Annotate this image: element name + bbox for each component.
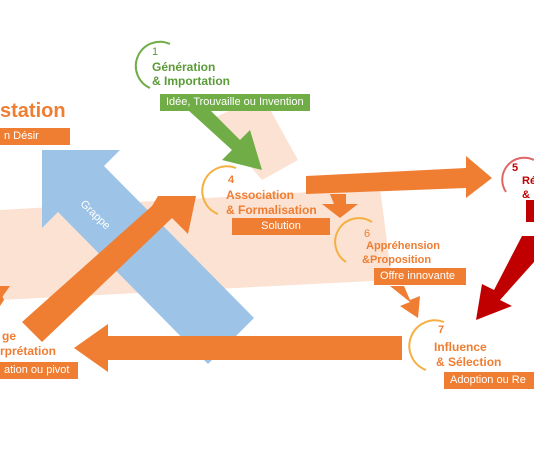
step4-number: 4: [228, 174, 235, 186]
arrow-association-apprehension: [322, 194, 358, 218]
step6-title-line1: Appréhension: [366, 240, 440, 252]
step4-title-line2: & Formalisation: [226, 203, 317, 217]
step6-number: 6: [364, 228, 371, 240]
arrow-generation-association: [188, 110, 262, 170]
step4-circle: [201, 165, 237, 215]
left-title-top: station: [0, 100, 66, 122]
step1-tag: Idée, Trouvaille ou Invention: [160, 94, 310, 111]
step1-number: 1: [152, 46, 159, 58]
left-tag-top: n Désir: [0, 128, 70, 145]
step1-title-line2: & Importation: [152, 74, 230, 88]
arrow-red-return: [476, 236, 534, 320]
step6-tag: Offre innovante: [374, 268, 466, 285]
arrow-apprehension-influence: [390, 286, 420, 318]
step5-circle: [501, 156, 534, 193]
step6-circle: [334, 217, 373, 263]
left-tag-bottom: ation ou pivot: [0, 362, 78, 379]
step7-circle: [408, 319, 445, 371]
arrow-to-association: [22, 196, 196, 342]
arrow-left-stub: [0, 286, 10, 300]
arrow-association-right: [306, 156, 492, 198]
left-title-bottom-line1: ge: [2, 329, 17, 343]
step7-title-line2: & Sélection: [436, 355, 502, 369]
step1-title-line1: Génération: [152, 60, 216, 74]
step4-tag: Solution: [232, 218, 330, 235]
arrow-influence-left: [74, 324, 402, 372]
step7-title-line1: Influence: [434, 340, 487, 354]
step6-title-line2: &Proposition: [362, 254, 432, 266]
left-title-bottom-line2: rprétation: [0, 344, 57, 358]
red-bar-top: [526, 200, 534, 222]
step4-title-line1: Association: [226, 188, 295, 202]
step5-title-line1: Ré: [522, 175, 534, 187]
peach-band-upper: [210, 95, 298, 180]
step7-number: 7: [438, 324, 445, 336]
step1-circle: [134, 40, 171, 89]
step5-title-line2: &: [522, 189, 530, 201]
step5-number: 5: [512, 162, 519, 174]
step7-tag: Adoption ou Re: [444, 372, 534, 389]
grappe-arrow: [42, 150, 254, 364]
